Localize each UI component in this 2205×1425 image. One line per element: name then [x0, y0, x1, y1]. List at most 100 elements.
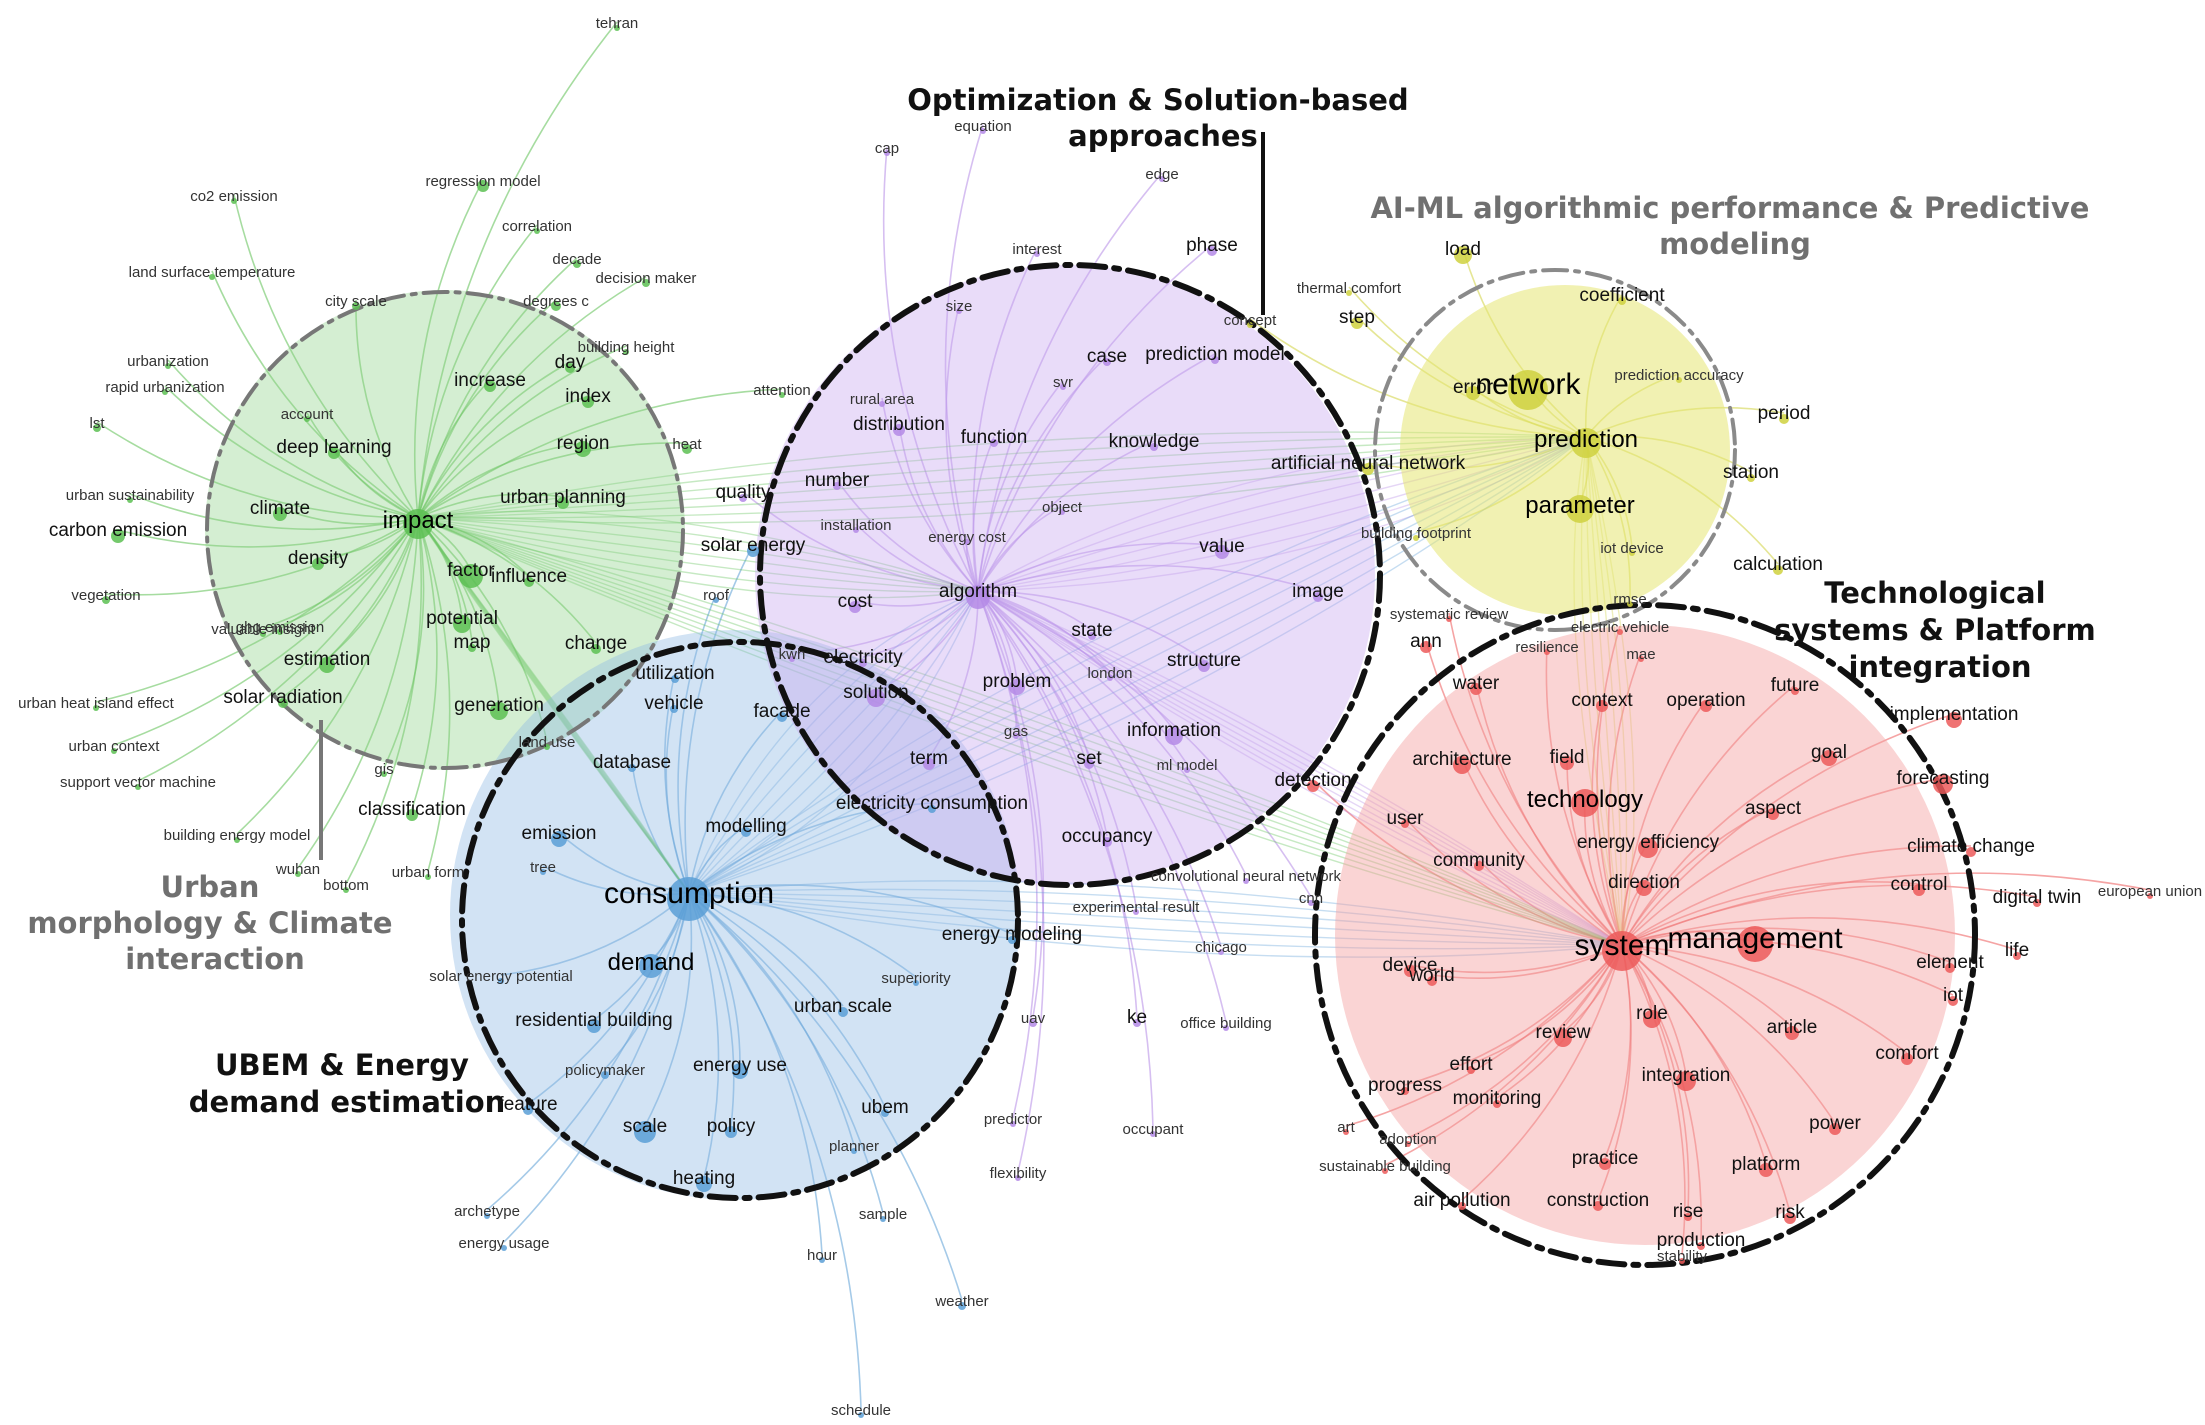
- node-residential-building: [587, 1019, 601, 1033]
- node-classification: [406, 809, 418, 821]
- link-blue-electricity-consumption: [688, 802, 933, 894]
- keyword-object: object: [1042, 499, 1083, 516]
- node-urban-planning: [557, 497, 569, 509]
- node-phase: [1207, 246, 1217, 256]
- node-article: [1785, 1026, 1799, 1040]
- node-prediction-accuracy: [1676, 377, 1682, 383]
- node-solar-radiation: [278, 698, 288, 708]
- node-coefficient: [1618, 297, 1626, 305]
- node-control: [1913, 884, 1925, 896]
- node-community: [1474, 861, 1484, 871]
- keyword-role: role: [1636, 1003, 1668, 1024]
- link-red-life: [1621, 917, 2018, 951]
- keyword-practice: practice: [1572, 1148, 1639, 1169]
- theme-title-urban: Urban morphology & Climate interaction: [27, 870, 402, 976]
- link-blue-solar-energy-potential: [500, 892, 690, 976]
- link-blue-solar-energy: [684, 544, 754, 894]
- link-red-electric-vehicle: [1596, 625, 1623, 946]
- link-green-index: [417, 395, 589, 519]
- node-production: [1697, 1242, 1705, 1250]
- keyword-map: map: [454, 632, 491, 653]
- keyword-size: size: [946, 298, 973, 315]
- link-blue-roof: [677, 593, 717, 894]
- node-load: [1454, 246, 1472, 264]
- keyword-element: element: [1916, 952, 1984, 973]
- link-green-decision-maker: [417, 276, 647, 519]
- node-quality: [739, 494, 747, 502]
- node-tehran: [614, 25, 620, 31]
- keyword-rural-area: rural area: [850, 391, 915, 408]
- keyword-density: density: [288, 548, 349, 569]
- keyword-lst: lst: [90, 415, 106, 432]
- node-ghg-emission: [277, 629, 283, 635]
- keyword-load: load: [1445, 239, 1481, 260]
- node-weather: [958, 1302, 966, 1310]
- keyword-london: london: [1087, 665, 1132, 682]
- node-rise: [1684, 1213, 1692, 1221]
- node-attention: [779, 392, 785, 398]
- keyword-problem: problem: [983, 671, 1052, 692]
- link-bundle-blue-red: [688, 892, 1623, 946]
- keyword-air-pollution: air pollution: [1413, 1190, 1510, 1211]
- link-green-tehran: [417, 21, 618, 519]
- link-purple-cnn: [977, 590, 1312, 898]
- keyword-concept: concept: [1224, 312, 1277, 329]
- node-scale: [634, 1121, 656, 1143]
- keyword-factor: factor: [447, 560, 495, 581]
- keyword-information: information: [1127, 720, 1221, 741]
- keyword-effort: effort: [1450, 1054, 1494, 1075]
- keyword-thermal-comfort: thermal comfort: [1297, 280, 1402, 297]
- keyword-consumption: consumption: [604, 877, 774, 910]
- link-red-climate-change: [1621, 845, 1972, 946]
- cluster-halo-green: [205, 290, 685, 770]
- node-building-energy-model: [234, 837, 240, 843]
- theme-title-optimization-line-2: approaches: [1068, 119, 1258, 153]
- node-ml-model: [1184, 767, 1190, 773]
- link-purple-uav: [977, 590, 1045, 1018]
- link-bundle-blue-purple: [688, 590, 979, 894]
- keyword-policymaker: policymaker: [565, 1062, 645, 1079]
- theme-title-technological-line-3: integration: [1848, 650, 2031, 684]
- keyword-user: user: [1387, 808, 1425, 829]
- keyword-wuhan: wuhan: [275, 861, 320, 878]
- theme-title-ubem-line-2: demand estimation: [189, 1085, 506, 1119]
- link-bundle-green-red: [417, 517, 1623, 946]
- link-purple-image: [977, 564, 1319, 592]
- node-future: [1791, 687, 1799, 695]
- outline-technological: [1312, 602, 1978, 1268]
- keyword-solar-radiation: solar radiation: [223, 687, 342, 708]
- keyword-algorithm: algorithm: [939, 581, 1017, 602]
- node-vehicle: [670, 705, 678, 713]
- link-bundle-blue-purple: [688, 590, 979, 894]
- node-increase: [484, 380, 496, 392]
- link-green-vegetation: [105, 517, 419, 596]
- link-green-rapid-urbanization: [164, 385, 419, 519]
- node-electricity-consumption: [928, 805, 936, 813]
- link-blue-superiority: [688, 892, 917, 978]
- link-blue-vehicle: [665, 702, 690, 894]
- node-electric-vehicle: [1617, 629, 1623, 635]
- node-density: [312, 558, 324, 570]
- node-station: [1747, 474, 1755, 482]
- node-hour: [819, 1257, 825, 1263]
- node-planner: [851, 1148, 857, 1154]
- node-algorithm: [966, 585, 990, 609]
- keyword-solar-energy: solar energy: [701, 535, 806, 556]
- node-platform: [1759, 1163, 1773, 1177]
- link-green-building-energy-model: [236, 517, 419, 835]
- cluster-halo-yellow: [1400, 285, 1730, 615]
- keyword-classification: classification: [358, 799, 466, 820]
- link-purple-distribution: [898, 423, 979, 592]
- link-bundle-purple-red: [977, 590, 1623, 946]
- link-green-carbon-emission: [117, 517, 419, 548]
- node-case: [1103, 358, 1111, 366]
- keyword-policy: policy: [707, 1116, 756, 1137]
- link-red-world: [1431, 944, 1623, 979]
- link-blue-ubem: [688, 892, 886, 1108]
- link-red-field: [1566, 756, 1623, 946]
- keyword-influence: influence: [491, 566, 567, 587]
- node-goal: [1821, 750, 1837, 766]
- node-decision-maker: [642, 279, 650, 287]
- keyword-decision-maker: decision maker: [596, 270, 697, 287]
- keyword-emission: emission: [522, 823, 597, 844]
